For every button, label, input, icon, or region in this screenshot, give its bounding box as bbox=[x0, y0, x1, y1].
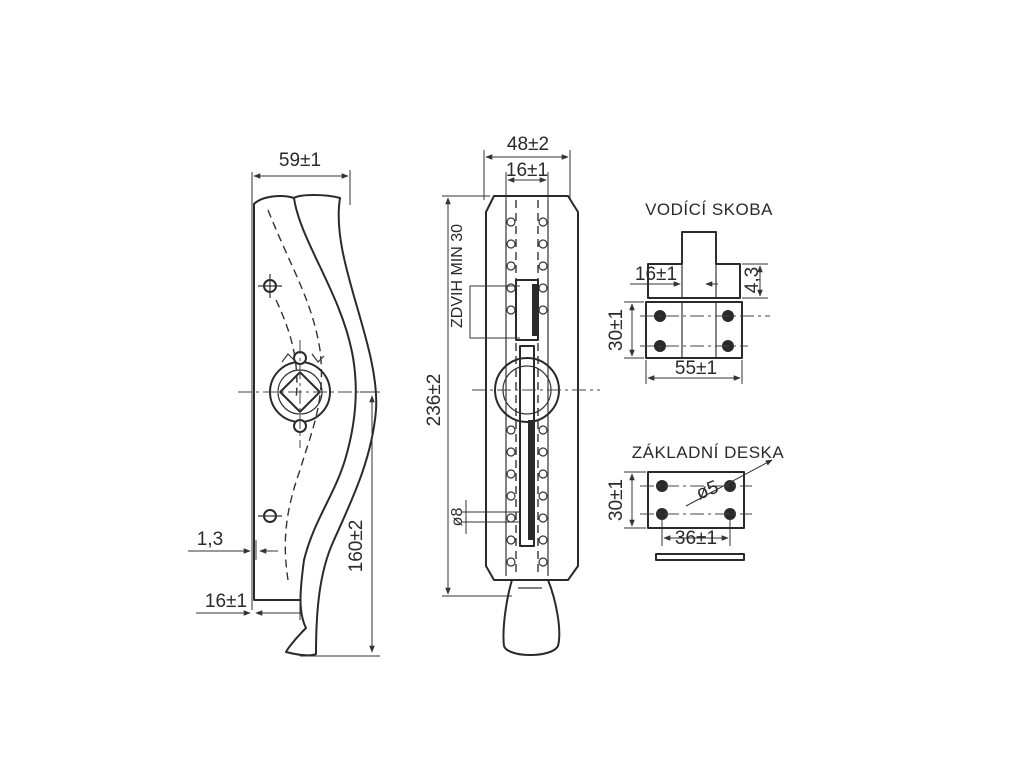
base-plate-outline bbox=[647, 471, 745, 529]
chain bbox=[506, 217, 548, 567]
total-height-dimension: 236±2 bbox=[424, 374, 445, 427]
lever-hidden-slot bbox=[275, 299, 298, 401]
bracket-base-width-dimension: 55±1 bbox=[675, 358, 717, 379]
square-hole bbox=[279, 371, 321, 413]
base-plate-view: ZÁKLADNÍ DESKA ø5 30±1 36±1 bbox=[606, 443, 785, 561]
guide-bracket-view: VODÍCÍ SKOBA 16±1 4,3 30±1 55±1 bbox=[606, 200, 773, 384]
handle bbox=[502, 579, 561, 656]
bracket-plate bbox=[645, 301, 743, 359]
bracket-height-dimension: 30±1 bbox=[606, 309, 627, 351]
front-inner-width-dimension: 16±1 bbox=[506, 160, 548, 181]
bracket-thickness-dimension: 4,3 bbox=[742, 267, 763, 293]
height-dimension: 160±2 bbox=[346, 520, 367, 573]
offset-dimension: 1,3 bbox=[197, 529, 223, 550]
stroke-label: ZDVIH MIN 30 bbox=[449, 224, 466, 328]
side-view: 59±1 1,3 16±1 160±2 bbox=[188, 150, 380, 657]
pin-dimension: ø8 bbox=[449, 508, 466, 527]
base-plate-width-dimension: 36±1 bbox=[675, 528, 717, 549]
lever-hidden-edge bbox=[267, 209, 323, 581]
front-outer-width-dimension: 48±2 bbox=[507, 134, 549, 155]
base-plate-profile bbox=[655, 553, 745, 561]
side-width-dimension: 59±1 bbox=[279, 150, 321, 171]
base-plate-height-dimension: 30±1 bbox=[606, 479, 627, 521]
housing-outline bbox=[485, 195, 579, 581]
lever-back-edge bbox=[253, 203, 301, 601]
lever-outline bbox=[253, 194, 378, 657]
base-plate-title: ZÁKLADNÍ DESKA bbox=[632, 443, 785, 462]
bottom-dimension: 16±1 bbox=[205, 591, 247, 612]
guide-bracket-title: VODÍCÍ SKOBA bbox=[645, 200, 773, 219]
bracket-width-dimension: 16±1 bbox=[635, 264, 677, 285]
front-view: 48±2 16±1 bbox=[424, 134, 600, 656]
